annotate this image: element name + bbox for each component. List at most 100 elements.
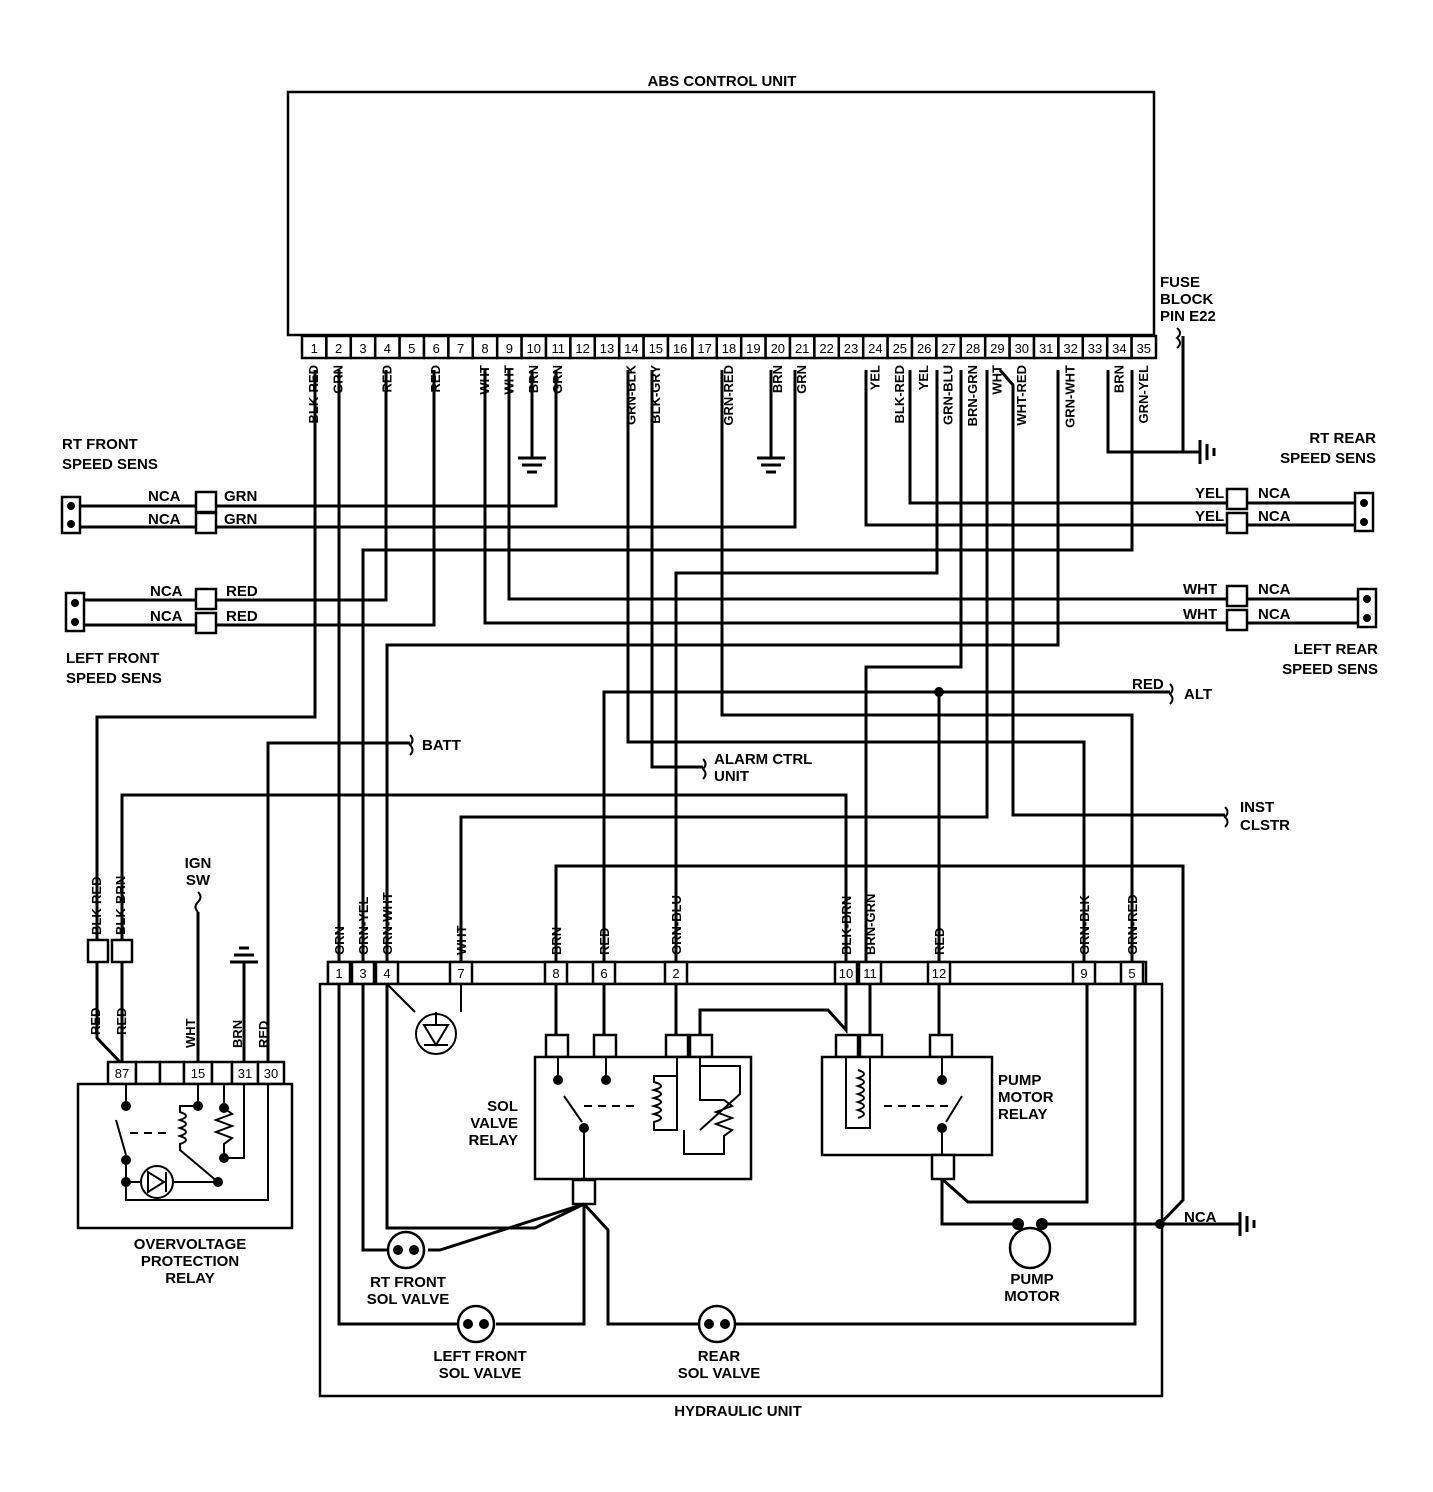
ovr-lower-wire: WHT <box>183 1018 198 1048</box>
left-front-nca-label: NCA <box>150 608 183 625</box>
wire-blk-gry <box>650 370 703 769</box>
abs-wire-color: GRN-WHT <box>1063 365 1078 428</box>
rt-rear-sensor-label: SPEED SENS <box>1280 450 1376 467</box>
rt-front-wire-color: GRN <box>224 488 257 505</box>
rt-front-sol-valve <box>386 1230 426 1270</box>
overvoltage-relay <box>76 1082 294 1230</box>
alt-color-label: RED <box>1132 676 1164 693</box>
pump-motor-label: MOTOR <box>1004 1288 1060 1305</box>
ovr-lower-wire: RED <box>114 1008 129 1035</box>
left-rear-wire-color: WHT <box>1183 581 1217 598</box>
abs-pin-number: 29 <box>990 341 1004 356</box>
hydraulic-pin-number: 4 <box>383 966 390 981</box>
left-front-wire-color: RED <box>226 608 258 625</box>
abs-pin-number: 26 <box>917 341 931 356</box>
hydraulic-wire-color: GRN <box>332 926 347 955</box>
rt-front-sensor-icon <box>60 495 82 535</box>
left-front-wire-color: RED <box>226 583 258 600</box>
abs-wire-color: BRN <box>770 365 785 393</box>
abs-pin-number: 5 <box>408 341 415 356</box>
abs-wire-color: YEL <box>916 365 931 390</box>
left-front-sensor-wire <box>84 370 436 627</box>
wire-brn-grn <box>864 370 963 962</box>
abs-pin-number: 22 <box>819 341 833 356</box>
sol-valve-relay-label: SOL <box>487 1098 518 1115</box>
left-rear-sensor-label: SPEED SENS <box>1282 661 1378 678</box>
left-rear-sensor-icon <box>1356 587 1378 629</box>
pump-relay-connectors <box>834 1033 954 1059</box>
left-front-sensor-label: LEFT FRONT <box>66 650 159 667</box>
pump-relay-output <box>930 1153 956 1181</box>
left-rear-nca-label: NCA <box>1258 606 1291 623</box>
wire-wht <box>459 370 989 962</box>
ground-icon <box>1183 440 1216 464</box>
sol-valve-relay <box>533 1055 753 1181</box>
abs-wire-color: GRN-BLK <box>623 364 638 425</box>
abs-pin-number: 20 <box>771 341 785 356</box>
abs-pin-number: 13 <box>600 341 614 356</box>
abs-control-unit <box>286 90 1156 337</box>
rt-front-sensor-label: RT FRONT <box>62 436 138 453</box>
rt-front-sol-valve-label: RT FRONT <box>370 1274 446 1291</box>
ovr-pin: 15 <box>191 1066 205 1081</box>
rear-sol-valve <box>697 1304 737 1344</box>
abs-pin-cell <box>1130 334 1158 360</box>
abs-pin-number: 6 <box>433 341 440 356</box>
wire-red-alt <box>602 690 1170 962</box>
fuse-block-wire <box>1106 336 1185 454</box>
abs-wire-color: BRN-GRN <box>965 365 980 426</box>
abs-pin-number: 25 <box>893 341 907 356</box>
hydraulic-wire-color: RED <box>597 928 612 955</box>
left-rear-sensor-label: LEFT REAR <box>1294 641 1378 658</box>
junction <box>934 687 944 697</box>
hydraulic-wire-color: BRN-GRN <box>863 894 878 955</box>
abs-wire-color: GRN-RED <box>721 365 736 426</box>
overvoltage-relay-label: OVERVOLTAGE <box>134 1236 247 1253</box>
abs-pin-number: 3 <box>359 341 366 356</box>
abs-wire-color: GRN-BLU <box>941 365 956 425</box>
alarm-label: ALARM CTRL <box>714 751 812 768</box>
overvoltage-relay-label: RELAY <box>165 1270 214 1287</box>
rt-front-nca-label: NCA <box>148 488 181 505</box>
ovr-lower-wire: RED <box>256 1021 271 1048</box>
sol-valve-relay-output <box>571 1178 597 1206</box>
abs-wire-color: WHT-RED <box>1014 365 1029 426</box>
pump-motor-relay <box>820 1055 994 1157</box>
rt-rear-wire-color: YEL <box>1195 485 1224 502</box>
wire-grn-blu <box>674 370 939 962</box>
ground-icon <box>1230 1212 1256 1236</box>
hyd-wire <box>736 984 1137 1326</box>
hydraulic-pin-number: 9 <box>1080 966 1087 981</box>
alarm-break <box>701 758 707 780</box>
wire-wht-red <box>998 369 1225 817</box>
hydraulic-pin-number: 5 <box>1128 966 1135 981</box>
abs-pin-number: 1 <box>311 341 318 356</box>
rt-rear-sensor-icon <box>1353 491 1375 533</box>
wire-grn-yel <box>361 370 1134 962</box>
rt-rear-sensor-connector <box>1225 487 1249 535</box>
wire-grn-blk <box>626 370 1086 962</box>
abs-pin-number: 34 <box>1112 341 1126 356</box>
ign-switch-label: SW <box>186 872 211 889</box>
left-rear-sensor-wire <box>483 370 1358 625</box>
batt-break <box>408 734 414 756</box>
abs-wire-color: RED <box>428 365 443 392</box>
abs-pin-number: 28 <box>966 341 980 356</box>
abs-pin-number: 9 <box>506 341 513 356</box>
hyd-wire <box>582 1202 698 1326</box>
hydraulic-pin-number: 2 <box>672 966 679 981</box>
left-front-sensor-wire <box>84 370 388 602</box>
abs-unit-title: ABS CONTROL UNIT <box>648 73 797 90</box>
rt-front-sensor-connector <box>194 490 218 535</box>
batt-label: BATT <box>422 737 461 754</box>
hydraulic-pin-number: 12 <box>932 966 946 981</box>
sol-valve-relay-internals <box>553 1057 741 1180</box>
wire-grn-red <box>720 370 1134 962</box>
ground-icon <box>518 370 546 474</box>
rear-sol-valve-label: REAR <box>698 1348 741 1365</box>
hydraulic-wire-color: BRN <box>549 927 564 955</box>
abs-pin-number: 18 <box>722 341 736 356</box>
ign-break <box>194 891 202 913</box>
abs-wire-color: YEL <box>867 365 882 390</box>
hydraulic-pin-number: 10 <box>839 966 853 981</box>
